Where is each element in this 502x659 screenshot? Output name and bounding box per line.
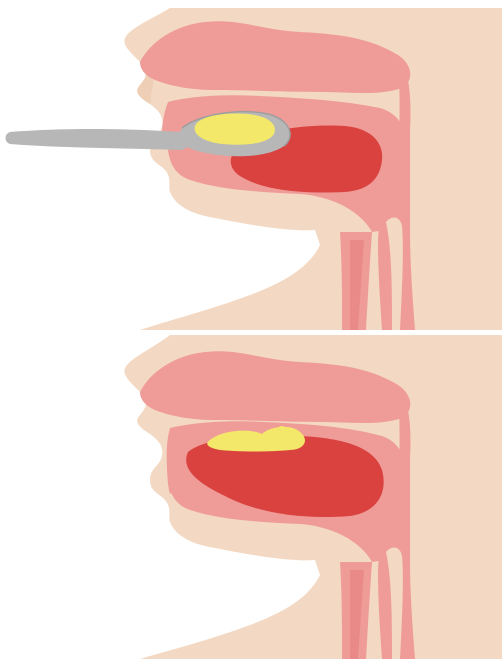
food-droplet [276,426,288,438]
panel-before [6,8,502,330]
spoon-handle [6,129,191,150]
panel-after [124,335,502,659]
spoon-icon [6,112,291,157]
panel-separator [0,330,502,335]
food-bolus [195,113,275,144]
